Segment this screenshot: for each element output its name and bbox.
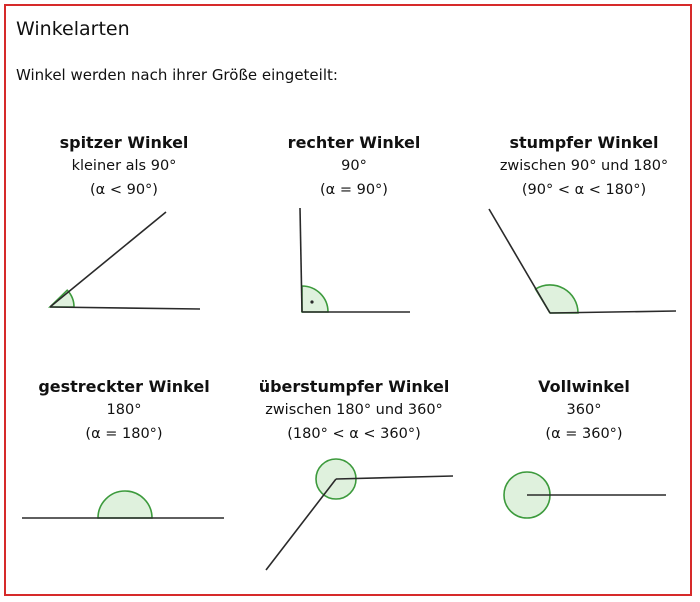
angle-ray (49, 306, 201, 310)
full-angle-figure (503, 471, 666, 519)
angle-formula: (α = 180°) (85, 426, 163, 442)
page-title: Winkelarten (16, 18, 130, 40)
angle-name: Vollwinkel (538, 377, 630, 396)
right-angle-dot (310, 300, 314, 304)
acute-angle-figure (48, 211, 201, 310)
angle-ray (49, 211, 167, 308)
angle-formula: (180° < α < 360°) (287, 426, 421, 442)
angle-card-full: Vollwinkel 360° (α = 360°) (474, 376, 694, 446)
angle-formula: (90° < α < 180°) (521, 182, 647, 198)
reflex-angle-figure (265, 458, 454, 571)
angle-ray (299, 207, 303, 313)
angle-card-right: rechter Winkel 90° (α = 90°) (244, 132, 464, 202)
angle-range: 360° (566, 402, 602, 418)
angle-name: gestreckter Winkel (38, 377, 210, 396)
angle-range: zwischen 90° und 180° (499, 158, 669, 174)
angle-name: überstumpfer Winkel (258, 377, 450, 396)
angle-ray (265, 478, 337, 571)
angle-ray (335, 475, 454, 480)
angle-card-acute: spitzer Winkel kleiner als 90° (α < 90°) (14, 132, 234, 202)
angle-name: rechter Winkel (287, 133, 421, 152)
angle-card-obtuse: stumpfer Winkel zwischen 90° und 180° (9… (474, 132, 694, 202)
angle-range: 90° (341, 158, 367, 174)
angle-formula: (α < 90°) (90, 182, 158, 198)
angle-name: stumpfer Winkel (509, 133, 659, 152)
angle-range: zwischen 180° und 360° (265, 402, 443, 418)
obtuse-angle-figure (488, 208, 677, 314)
right-angle-figure (299, 207, 410, 313)
angle-formula: (α = 360°) (545, 426, 623, 442)
straight-angle-figure (22, 490, 224, 519)
angle-range: kleiner als 90° (71, 158, 177, 174)
angle-arc (97, 490, 153, 519)
angle-ray (488, 208, 551, 314)
angle-arc (301, 285, 329, 313)
angle-ray (549, 310, 677, 314)
angle-range: 180° (106, 402, 142, 418)
angle-name: spitzer Winkel (59, 133, 189, 152)
angle-card-straight: gestreckter Winkel 180° (α = 180°) (14, 376, 234, 446)
angle-card-reflex: überstumpfer Winkel zwischen 180° und 36… (244, 376, 464, 446)
intro-text: Winkel werden nach ihrer Größe eingeteil… (16, 66, 338, 84)
angle-formula: (α = 90°) (320, 182, 388, 198)
